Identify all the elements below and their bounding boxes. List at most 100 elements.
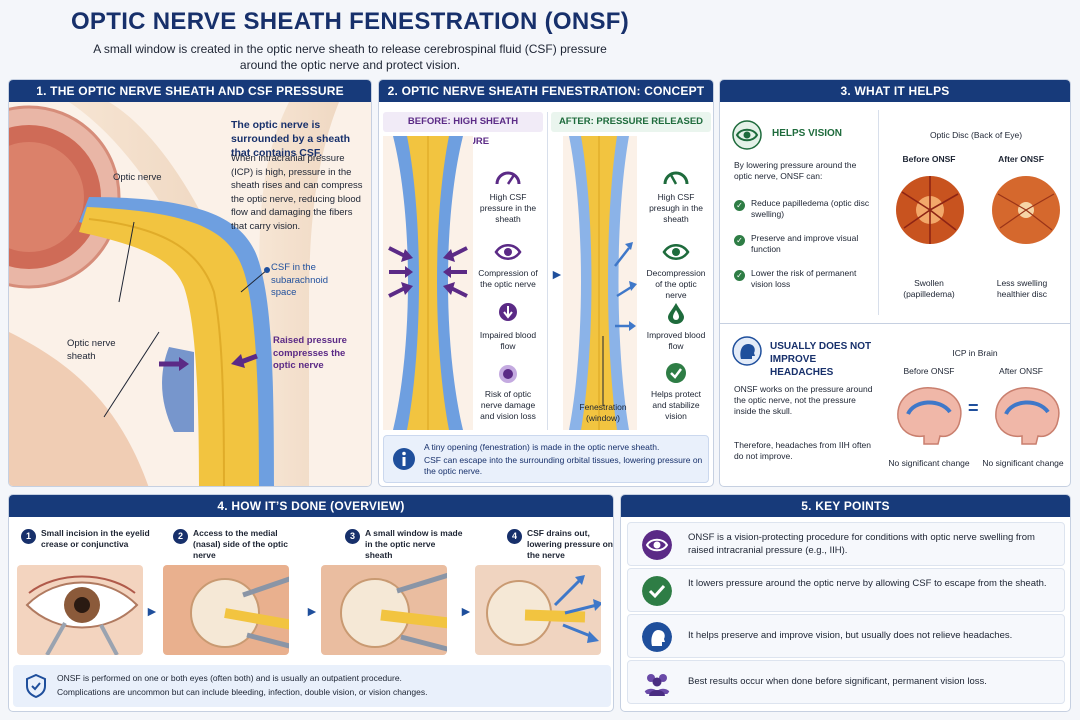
panel-4-heading: 4. HOW IT’S DONE (OVERVIEW) xyxy=(9,495,613,517)
before-item-1: High CSF pressure in the sheath xyxy=(479,192,537,224)
icp-before-caption: No significant change xyxy=(888,458,970,468)
after-nerve-illustration xyxy=(563,136,637,430)
key-point-1-text: ONSF is a vision-protecting procedure fo… xyxy=(688,532,1035,556)
fenestration-label: Fenestration (window) xyxy=(579,402,627,423)
before-nerve-illustration xyxy=(383,136,473,430)
optic-disc-images xyxy=(896,176,1060,244)
icp-after-label: After ONSF xyxy=(999,366,1043,376)
damage-dot-icon xyxy=(499,365,517,383)
key-point-1: ONSF is a vision-protecting procedure fo… xyxy=(627,522,1065,566)
page-subtitle: A small window is created in the optic n… xyxy=(93,42,607,72)
concept-info-box: A tiny opening (fenestration) is made in… xyxy=(383,435,709,483)
step-1-text: Small incision in the eyelid crease or c… xyxy=(41,528,150,549)
head-icon xyxy=(642,622,672,652)
step-2-illustration xyxy=(163,565,289,655)
icp-title: ICP in Brain xyxy=(952,348,998,358)
key-point-4-text: Best results occur when done before sign… xyxy=(688,676,987,687)
step-4-text: CSF drains out, lowering pressure on the… xyxy=(527,528,613,560)
helps-vision-intro: By lowering pressure around the optic ne… xyxy=(734,160,857,181)
disc-before-label: Before ONSF xyxy=(902,154,956,164)
check-icon: ✓ xyxy=(734,200,745,211)
step-3-text: A small window is made in the optic nerv… xyxy=(365,528,463,560)
eye-icon xyxy=(662,244,690,260)
helps-vision-title: HELPS VISION xyxy=(772,128,843,139)
step-arrow-icon: ► xyxy=(305,603,319,619)
step-arrow-icon: ► xyxy=(145,603,159,619)
sheath-intro-body: When intracranial pressure (ICP) is high… xyxy=(231,153,363,232)
head-icon xyxy=(732,336,762,366)
step-2-text: Access to the medial (nasal) side of the… xyxy=(193,528,288,560)
before-item-2: Compression of the optic nerve xyxy=(478,268,538,289)
key-point-2: It lowers pressure around the optic nerv… xyxy=(627,568,1065,612)
icp-before-label: Before ONSF xyxy=(903,366,955,376)
people-group-icon xyxy=(644,674,670,696)
panel-5-heading: 5. KEY POINTS xyxy=(621,495,1070,517)
panel-2-heading: 2. OPTIC NERVE SHEATH FENESTRATION: CONC… xyxy=(379,80,713,102)
after-item-4: Helps protect and stabilize vision xyxy=(650,389,702,421)
page-title: OPTIC NERVE SHEATH FENESTRATION (ONSF) xyxy=(70,8,630,35)
footer-line-1: ONSF is performed on one or both eyes (o… xyxy=(57,673,402,683)
info-icon xyxy=(393,448,415,470)
step-3-illustration xyxy=(321,565,447,655)
check-icon: ✓ xyxy=(734,270,745,281)
eye-icon xyxy=(642,530,672,560)
before-after-arrow-icon: ► xyxy=(550,266,564,282)
label-csf-space: CSF in the subarachnoid space xyxy=(271,262,329,298)
label-optic-nerve: Optic nerve xyxy=(113,172,162,183)
panel-key-points: 5. KEY POINTS ONSF is a vision-protectin… xyxy=(620,494,1071,712)
brain-icp-images xyxy=(897,387,1060,445)
after-heading: AFTER: PRESSURE RELEASED xyxy=(551,112,711,132)
icp-after-caption: No significant change xyxy=(982,458,1064,468)
shield-icon xyxy=(26,674,46,698)
check-icon: ✓ xyxy=(734,235,745,246)
step-4-number: 4 xyxy=(507,529,522,544)
step-2-number: 2 xyxy=(173,529,188,544)
step-1-number: 1 xyxy=(21,529,36,544)
gauge-icon xyxy=(663,171,689,185)
key-point-4: Best results occur when done before sign… xyxy=(627,660,1065,704)
panel-3-heading: 3. WHAT IT HELPS xyxy=(720,80,1070,102)
disc-after-caption: Less swelling healthier disc xyxy=(996,278,1048,299)
after-item-1: High CSF presugh in the sheath xyxy=(649,192,703,224)
sheath-intro-bold: The optic nerve is surrounded by a sheat… xyxy=(231,119,351,159)
step-3-number: 3 xyxy=(345,529,360,544)
key-point-3-text: It helps preserve and improve vision, bu… xyxy=(688,630,1013,641)
panel-1-heading: 1. THE OPTIC NERVE SHEATH AND CSF PRESSU… xyxy=(9,80,371,102)
headaches-p2: Therefore, headaches from IIH often do n… xyxy=(734,440,872,461)
headaches-p1: ONSF works on the pressure around the op… xyxy=(734,384,873,416)
equals-sign: = xyxy=(968,398,979,418)
check-circle-icon xyxy=(666,363,686,383)
footer-line-2: Complications are uncommon but can inclu… xyxy=(57,687,428,697)
disc-after-label: After ONSF xyxy=(998,154,1044,164)
info-line-1: A tiny opening (fenestration) is made in… xyxy=(424,442,660,452)
after-item-2: Decompression of the optic nerve xyxy=(646,268,706,300)
before-item-3: Impaired blood flow xyxy=(479,330,537,351)
check-circle-icon xyxy=(642,576,672,606)
optic-disc-title: Optic Disc (Back of Eye) xyxy=(929,130,1023,140)
panel-sheath-csf: 1. THE OPTIC NERVE SHEATH AND CSF PRESSU… xyxy=(8,79,372,487)
gauge-icon xyxy=(495,171,521,185)
panel-onsf-concept: 2. OPTIC NERVE SHEATH FENESTRATION: CONC… xyxy=(378,79,714,487)
step-1-illustration xyxy=(17,565,143,655)
disc-before-caption: Swollen (papilledema) xyxy=(903,278,955,299)
helps-item-3: Lower the risk of permanent vision loss xyxy=(751,268,857,289)
helps-item-1: Reduce papilledema (optic disc swelling) xyxy=(751,198,870,219)
before-item-4: Risk of optic nerve damage and vision lo… xyxy=(480,389,536,421)
helps-item-2: Preserve and improve visual function xyxy=(751,233,859,254)
arrow-down-icon xyxy=(499,303,517,321)
optic-nerve-anatomy-illustration xyxy=(9,102,371,486)
label-raised-pressure: Raised pressure compresses the optic ner… xyxy=(273,335,347,371)
droplet-icon xyxy=(668,303,684,324)
how-its-done-footer: ONSF is performed on one or both eyes (o… xyxy=(13,665,611,707)
label-optic-nerve-sheath: Optic nerve sheath xyxy=(67,338,116,362)
step-4-illustration xyxy=(475,565,601,655)
eye-icon xyxy=(494,244,522,260)
headaches-title: USUALLY DOES NOT IMPROVE HEADACHES xyxy=(770,341,872,378)
panel-how-its-done: 4. HOW IT’S DONE (OVERVIEW) 1 Small inci… xyxy=(8,494,614,712)
info-line-2: CSF can escape into the surrounding orbi… xyxy=(424,455,703,476)
key-point-2-text: It lowers pressure around the optic nerv… xyxy=(688,578,1047,589)
after-item-3: Improved blood flow xyxy=(646,330,706,351)
eye-icon xyxy=(732,120,762,150)
before-heading: BEFORE: HIGH SHEATH PRESSURE xyxy=(383,112,543,147)
step-arrow-icon: ► xyxy=(459,603,473,619)
